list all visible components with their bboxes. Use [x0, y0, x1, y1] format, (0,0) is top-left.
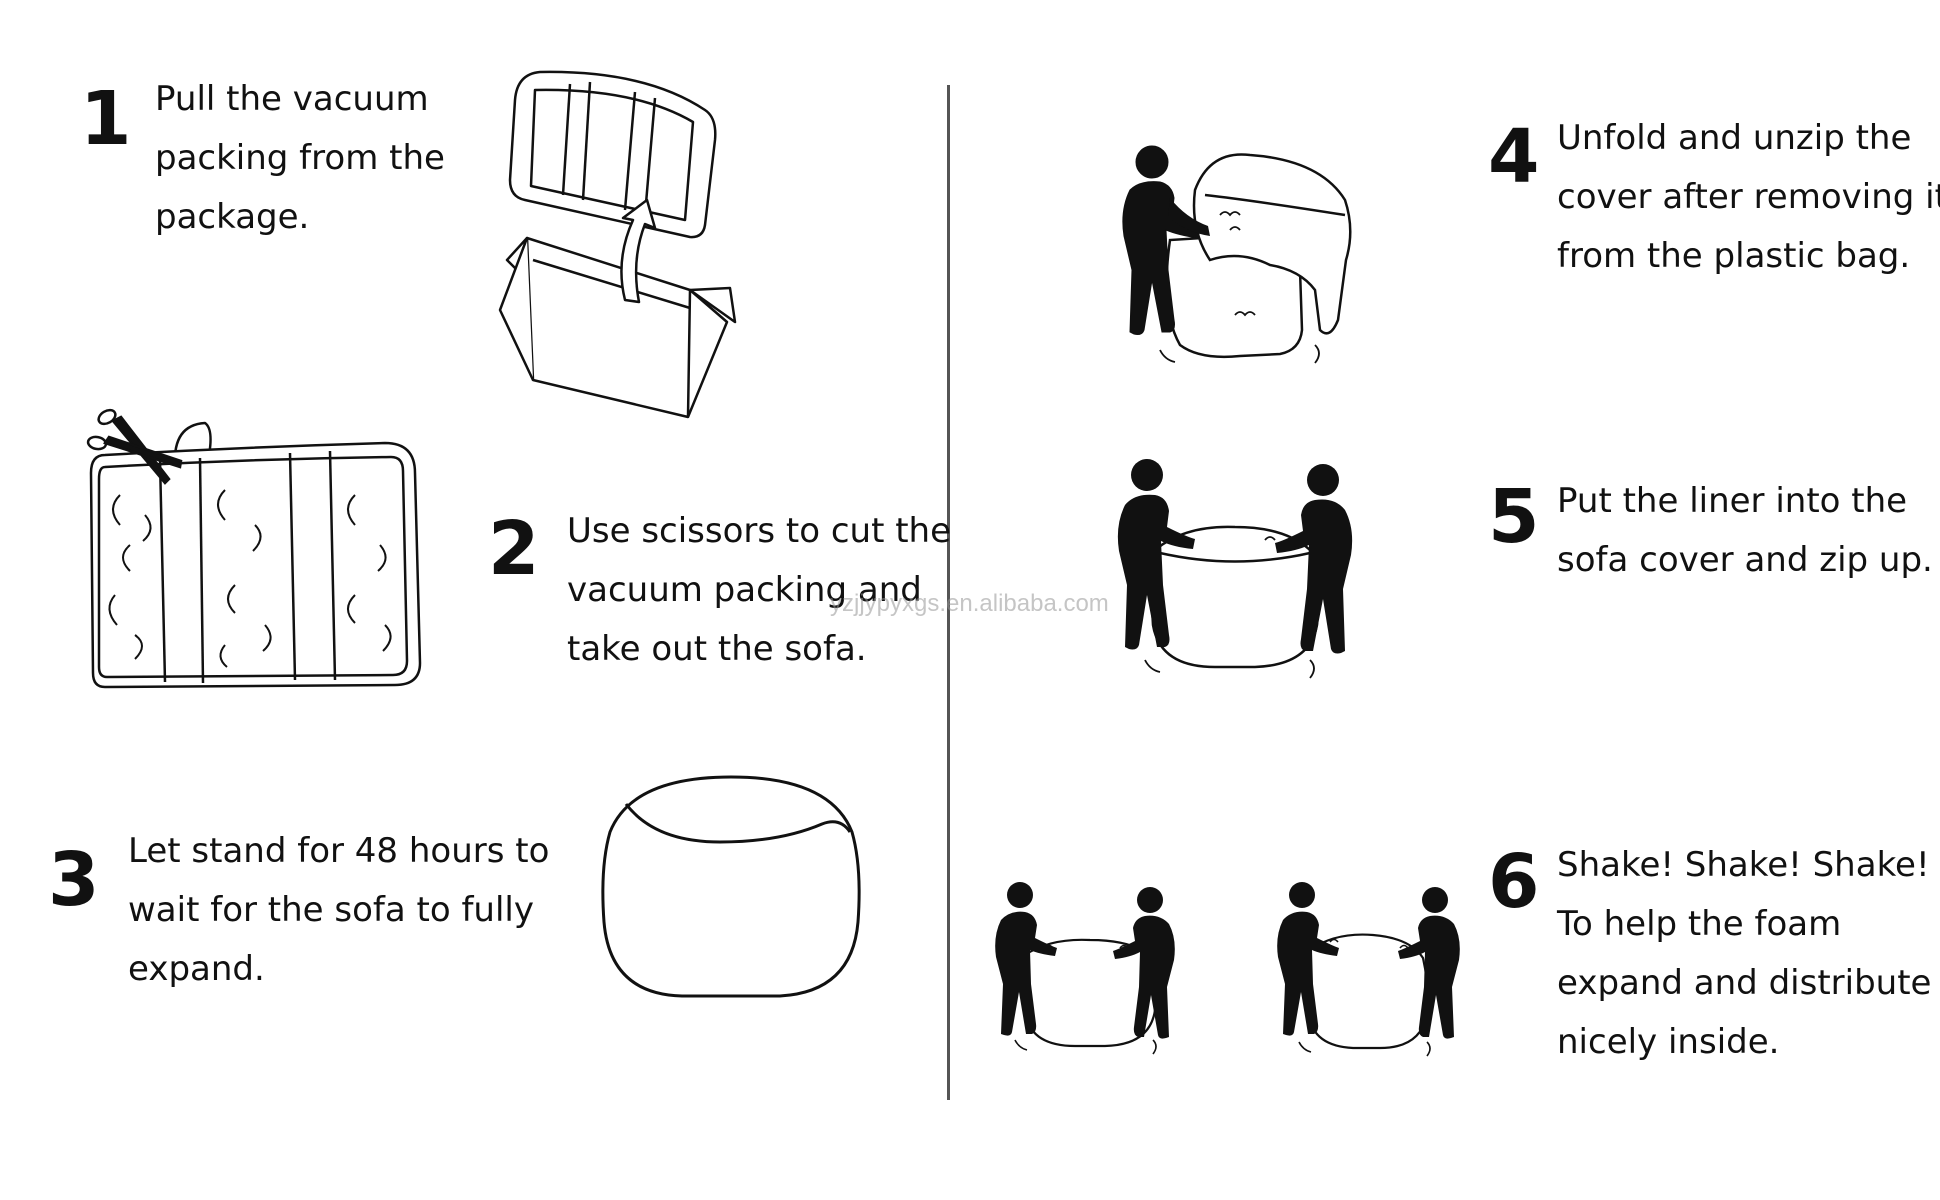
step-6-line-3: expand and distribute [1557, 963, 1932, 1003]
step-2-line-1: Use scissors to cut the [567, 511, 952, 551]
person-icon [1123, 145, 1210, 335]
step-2-number: 2 [488, 506, 540, 592]
step-5-text: Put the liner into the sofa cover and zi… [1557, 472, 1933, 590]
step-6-line-1: Shake! Shake! Shake! [1557, 845, 1930, 885]
person-left-icon [1117, 459, 1195, 650]
two-people-zipping-cover-illustration [1117, 459, 1353, 685]
person-right-icon [1113, 887, 1175, 1039]
step-3-line-1: Let stand for 48 hours to [128, 831, 550, 871]
person-right-icon [1398, 887, 1460, 1039]
step-5-number: 5 [1488, 474, 1540, 560]
step-3-number: 3 [48, 837, 100, 923]
person-right-icon [1275, 464, 1353, 654]
step-1-number: 1 [80, 76, 132, 162]
step-6-line-2: To help the foam [1557, 904, 1842, 944]
step-1-line-1: Pull the vacuum [155, 79, 429, 119]
step-4-line-2: cover after removing it [1557, 177, 1940, 217]
step-2-text: Use scissors to cut the vacuum packing a… [567, 502, 951, 679]
step-4-text: Unfold and unzip the cover after removin… [1557, 109, 1940, 286]
step-2-line-2: vacuum packing and [567, 570, 922, 610]
step-4-line-1: Unfold and unzip the [1557, 118, 1912, 158]
scissors-icon [87, 407, 181, 483]
box-with-vacuum-pack-illustration [495, 60, 755, 420]
step-3-line-2: wait for the sofa to fully [128, 890, 534, 930]
watermark: yzjjypyxgs.en.alibaba.com [830, 590, 1109, 617]
step-3-line-3: expand. [128, 949, 265, 989]
step-4-line-3: from the plastic bag. [1557, 236, 1911, 276]
step-4-number: 4 [1488, 114, 1540, 200]
step-6-line-4: nicely inside. [1557, 1022, 1780, 1062]
shaking-sofa-illustration-right [1277, 882, 1460, 1060]
person-left-icon [995, 882, 1057, 1036]
step-1-text: Pull the vacuum packing from the package… [155, 70, 445, 247]
center-divider [947, 85, 950, 1100]
person-left-icon [1277, 882, 1339, 1036]
person-unzipping-cover-illustration [1100, 145, 1370, 370]
step-5-line-2: sofa cover and zip up. [1557, 540, 1933, 580]
shaking-sofa-illustration-left [995, 882, 1175, 1060]
step-6-number: 6 [1488, 839, 1540, 925]
step-1-line-3: package. [155, 197, 310, 237]
expanded-sofa-illustration [600, 772, 862, 1002]
step-5-line-1: Put the liner into the [1557, 481, 1908, 521]
step-3-text: Let stand for 48 hours to wait for the s… [128, 822, 549, 999]
step-6-text: Shake! Shake! Shake! To help the foam ex… [1557, 836, 1931, 1072]
step-2-line-3: take out the sofa. [567, 629, 867, 669]
step-1-line-2: packing from the [155, 138, 445, 178]
scissors-cut-vacuum-pack-illustration [85, 395, 425, 695]
